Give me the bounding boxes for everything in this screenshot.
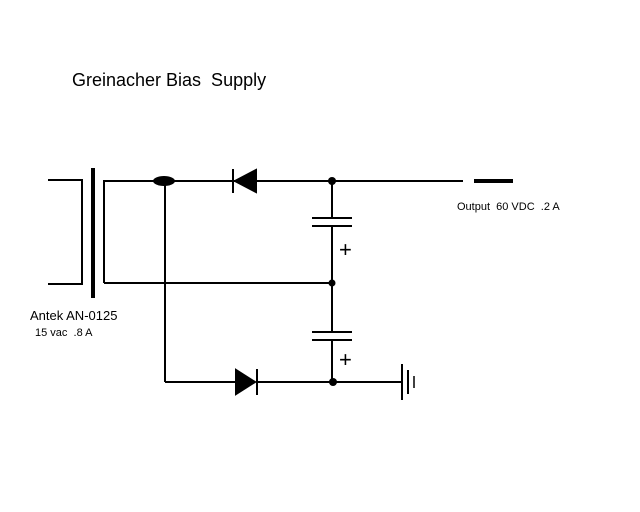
diode-upper [232,168,257,194]
junction-node-top-right [328,177,336,185]
diode-lower [235,368,258,396]
diagram-title: Greinacher Bias Supply [72,70,267,90]
transformer-rating: 15 vac .8 A [35,327,93,339]
output-label: Output 60 VDC .2 A [457,201,560,213]
junction-node-left [153,176,175,186]
transformer-primary-winding [48,179,83,285]
transformer-model: Antek AN-0125 [30,308,118,323]
capacitor-2-polarity: + [339,347,352,372]
junction-node-mid-right [328,279,336,287]
junction-node-bottom-right [329,378,337,386]
capacitor-1-polarity: + [339,237,352,262]
